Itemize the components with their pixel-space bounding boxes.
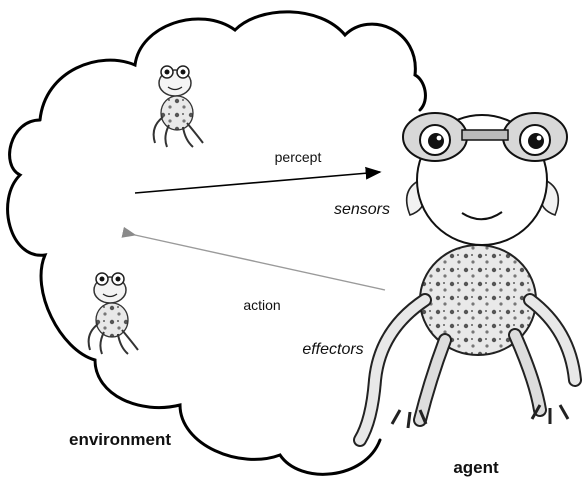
- percept-arrow: [134, 166, 382, 194]
- environment-label: environment: [69, 430, 171, 449]
- action-arrow: [121, 226, 386, 291]
- agent-label: agent: [453, 458, 499, 477]
- sensor-eyes: [402, 112, 568, 162]
- agent-creature: [353, 112, 582, 447]
- percept-label: percept: [275, 149, 322, 165]
- effectors-label: effectors: [302, 341, 363, 358]
- small-creature-icon-top: [152, 65, 204, 148]
- small-creature-icon-bottom: [87, 272, 139, 355]
- sensors-label: sensors: [334, 201, 390, 218]
- action-label: action: [243, 297, 280, 313]
- environment-cloud: [6, 10, 427, 476]
